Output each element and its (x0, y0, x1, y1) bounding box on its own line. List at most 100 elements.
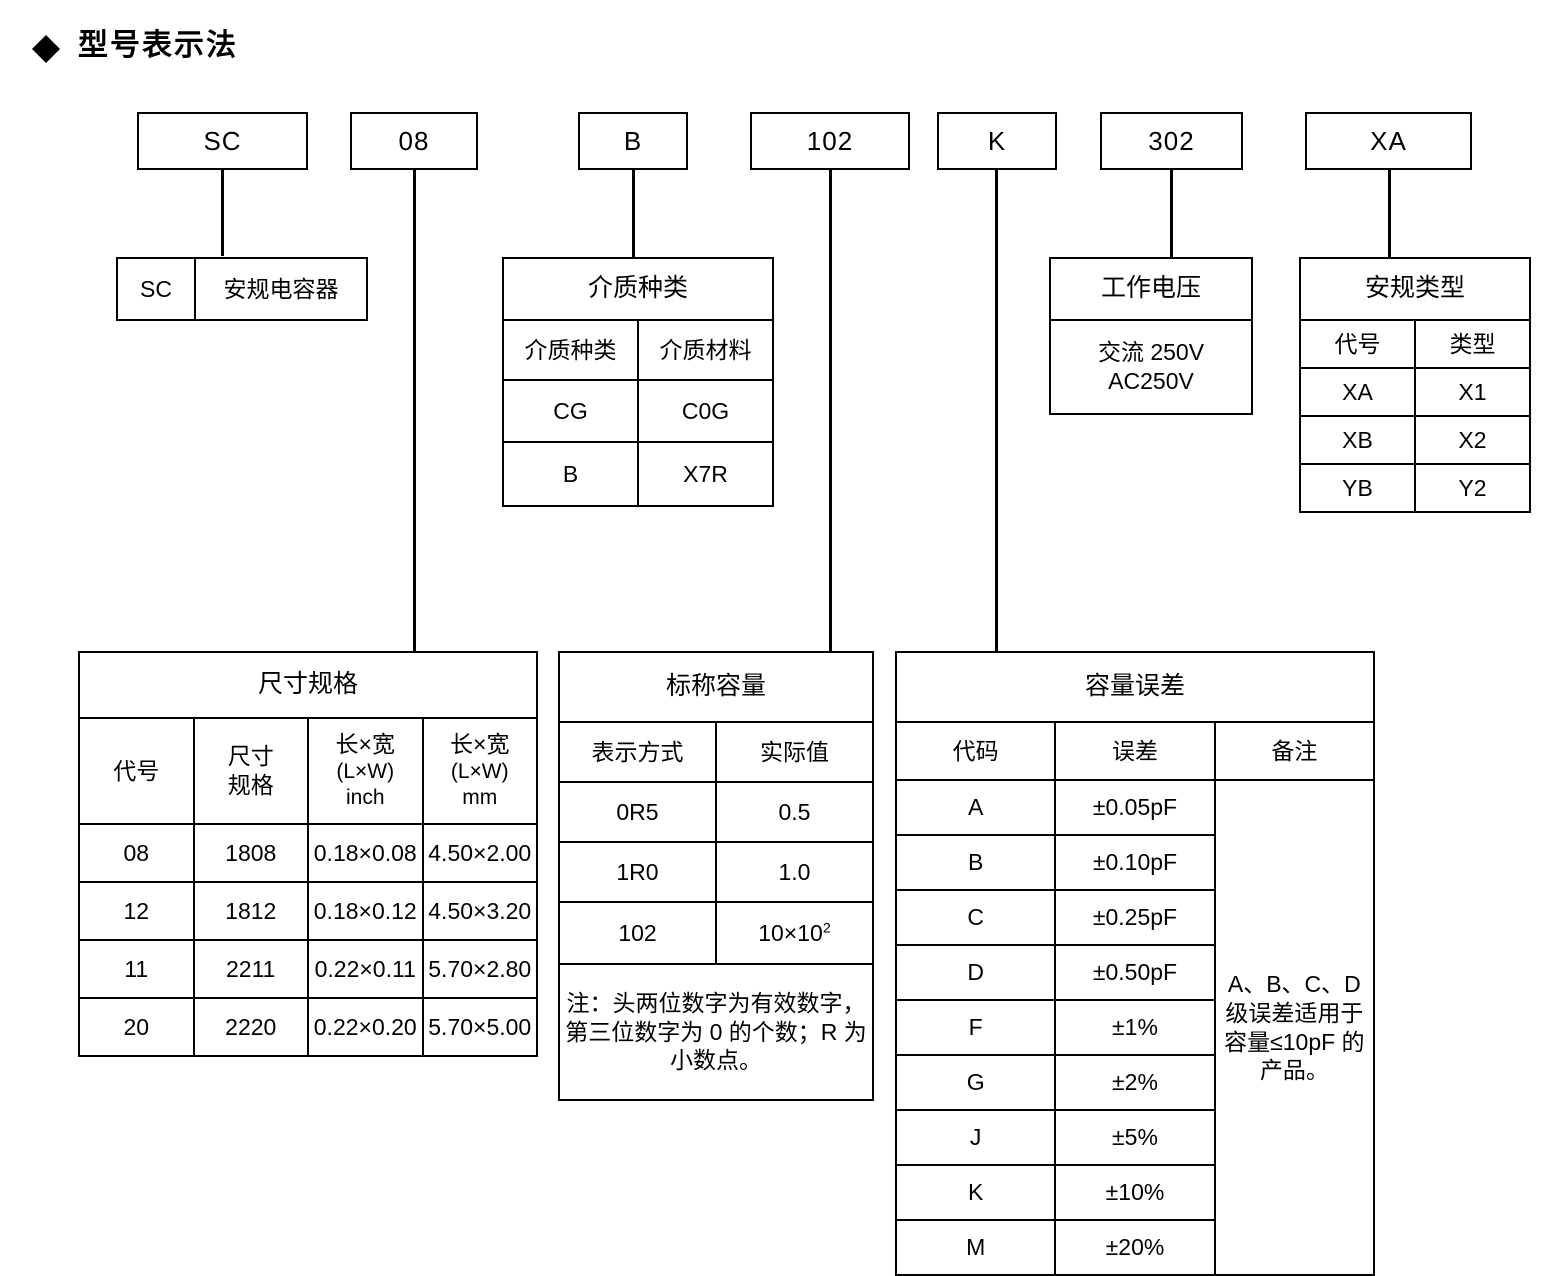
connector-line-series (221, 168, 224, 256)
size-header-mm-l1: 长×宽 (450, 731, 510, 758)
tolerance-value: ±0.25pF (1054, 889, 1216, 946)
table-row: 12 1812 0.18×0.12 4.50×3.20 (78, 881, 538, 941)
code-box-tolerance-label: K (987, 125, 1007, 156)
series-legend-code: SC (116, 257, 196, 321)
code-box-capacitance-label: 102 (806, 125, 854, 156)
code-box-series: SC (137, 112, 308, 170)
table-row: 代码 误差 备注 (894, 721, 1376, 781)
code-box-dielectric: B (578, 112, 688, 170)
size-cell: 2220 (192, 997, 309, 1057)
table-row: YB Y2 (1299, 463, 1531, 513)
tolerance-code: K (894, 1164, 1057, 1221)
size-header-spec-l2: 规格 (227, 772, 274, 798)
size-cell: 1808 (192, 823, 309, 883)
table-row: F ±1% (894, 999, 1374, 1056)
safety-cell: YB (1299, 463, 1416, 513)
capacitance-value-exp: 10×102 (715, 901, 874, 965)
tolerance-caption: 容量误差 (895, 651, 1375, 723)
size-header-inch: 长×宽 (L×W) inch (307, 717, 424, 825)
capacitance-table: 标称容量 表示方式 实际值 0R5 0.5 1R0 1.0 102 10×102… (558, 651, 874, 1101)
table-row: 交流 250V AC250V (1049, 319, 1253, 415)
voltage-value-ac-en: AC250V (1108, 368, 1194, 394)
code-box-voltage: 302 (1100, 112, 1243, 170)
table-row: 代号 类型 (1299, 319, 1531, 369)
size-header-spec: 尺寸 规格 (192, 717, 309, 825)
table-row: C ±0.25pF (894, 889, 1374, 946)
series-legend-description: 安规电容器 (194, 257, 368, 321)
code-box-tolerance: K (937, 112, 1057, 170)
tolerance-code: B (894, 834, 1057, 891)
tolerance-code: A (894, 779, 1057, 836)
dielectric-cell: X7R (637, 441, 774, 507)
voltage-table: 工作电压 交流 250V AC250V (1049, 257, 1253, 415)
tolerance-code: M (894, 1219, 1057, 1276)
series-legend-table: SC 安规电容器 (116, 257, 368, 321)
tolerance-code: F (894, 999, 1057, 1056)
table-row: XB X2 (1299, 415, 1531, 465)
table-row: 尺寸规格 (78, 651, 538, 719)
tolerance-header-value: 误差 (1054, 721, 1216, 781)
table-row: 20 2220 0.22×0.20 5.70×5.00 (78, 997, 538, 1057)
table-row: CG C0G (502, 379, 774, 443)
connector-line-tolerance (995, 168, 998, 653)
tolerance-table: 容量误差 代码 误差 备注 A ±0.05pF A、B、C、D 级误差适用于容量… (894, 651, 1376, 1276)
safety-type-table: 安规类型 代号 类型 XA X1 XB X2 YB Y2 (1299, 257, 1531, 513)
capacitance-header-value: 实际值 (715, 721, 874, 783)
tolerance-value: ±1% (1054, 999, 1216, 1056)
code-box-safety-class: XA (1305, 112, 1472, 170)
size-cell: 0.18×0.12 (307, 881, 424, 941)
table-row: 介质种类 (502, 257, 774, 321)
capacitance-note: 注：头两位数字为有效数字，第三位数字为 0 的个数；R 为小数点。 (558, 963, 874, 1101)
code-box-series-label: SC (203, 125, 242, 156)
safety-cell: XA (1299, 367, 1416, 417)
table-row: 1R0 1.0 (558, 841, 874, 903)
tolerance-header-remark: 备注 (1213, 721, 1376, 781)
table-row: 08 1808 0.18×0.08 4.50×2.00 (78, 823, 538, 883)
code-box-voltage-label: 302 (1148, 125, 1195, 156)
code-box-capacitance: 102 (750, 112, 910, 170)
tolerance-value: ±0.10pF (1054, 834, 1216, 891)
tolerance-value: ±0.50pF (1054, 944, 1216, 1001)
size-cell: 08 (78, 823, 195, 883)
code-box-size-label: 08 (398, 125, 430, 156)
size-cell: 4.50×2.00 (421, 823, 538, 883)
table-row: 安规类型 (1299, 257, 1531, 321)
size-header-mm: 长×宽 (L×W) mm (421, 717, 538, 825)
dielectric-header-material: 介质材料 (637, 319, 774, 381)
tolerance-value: ±5% (1054, 1109, 1216, 1166)
table-row: 介质种类 介质材料 (502, 319, 774, 381)
diamond-bullet-icon (32, 21, 60, 63)
size-table: 尺寸规格 代号 尺寸 规格 长×宽 (L×W) inch 长×宽 (L×W) m… (78, 651, 538, 1057)
size-cell: 0.22×0.11 (307, 939, 424, 999)
safety-cell: X2 (1414, 415, 1531, 465)
size-cell: 1812 (192, 881, 309, 941)
safety-header-code: 代号 (1299, 319, 1416, 369)
page-title: 型号表示法 (78, 29, 238, 62)
table-row: 标称容量 (558, 651, 874, 723)
dielectric-caption: 介质种类 (502, 257, 774, 321)
page-title-row: 型号表示法 (32, 20, 238, 64)
size-caption: 尺寸规格 (78, 651, 538, 719)
table-row: SC 安规电容器 (116, 257, 368, 321)
capacitance-value-exponent: 2 (822, 919, 831, 936)
size-header-inch-l2: (L×W) (336, 760, 395, 784)
connector-line-dielectric (632, 168, 635, 258)
code-box-size: 08 (350, 112, 478, 170)
size-cell: 20 (78, 997, 195, 1057)
table-row: 代号 尺寸 规格 长×宽 (L×W) inch 长×宽 (L×W) mm (78, 717, 538, 825)
dielectric-table: 介质种类 介质种类 介质材料 CG C0G B X7R (502, 257, 774, 507)
table-row: D ±0.50pF (894, 944, 1374, 1001)
table-row: 表示方式 实际值 (558, 721, 874, 783)
table-row: G ±2% (894, 1054, 1374, 1111)
table-row: 工作电压 (1049, 257, 1253, 321)
dielectric-cell: C0G (637, 379, 774, 443)
safety-cell: X1 (1414, 367, 1531, 417)
tolerance-code: G (894, 1054, 1057, 1111)
size-header-code-l1: 代号 (113, 757, 160, 784)
voltage-value-ac-cn: 交流 250V (1097, 339, 1205, 366)
table-row: B ±0.10pF (894, 834, 1374, 891)
table-row: B X7R (502, 441, 774, 507)
capacitance-code: 0R5 (558, 781, 717, 843)
capacitance-value: 0.5 (715, 781, 874, 843)
size-cell: 5.70×2.80 (421, 939, 538, 999)
